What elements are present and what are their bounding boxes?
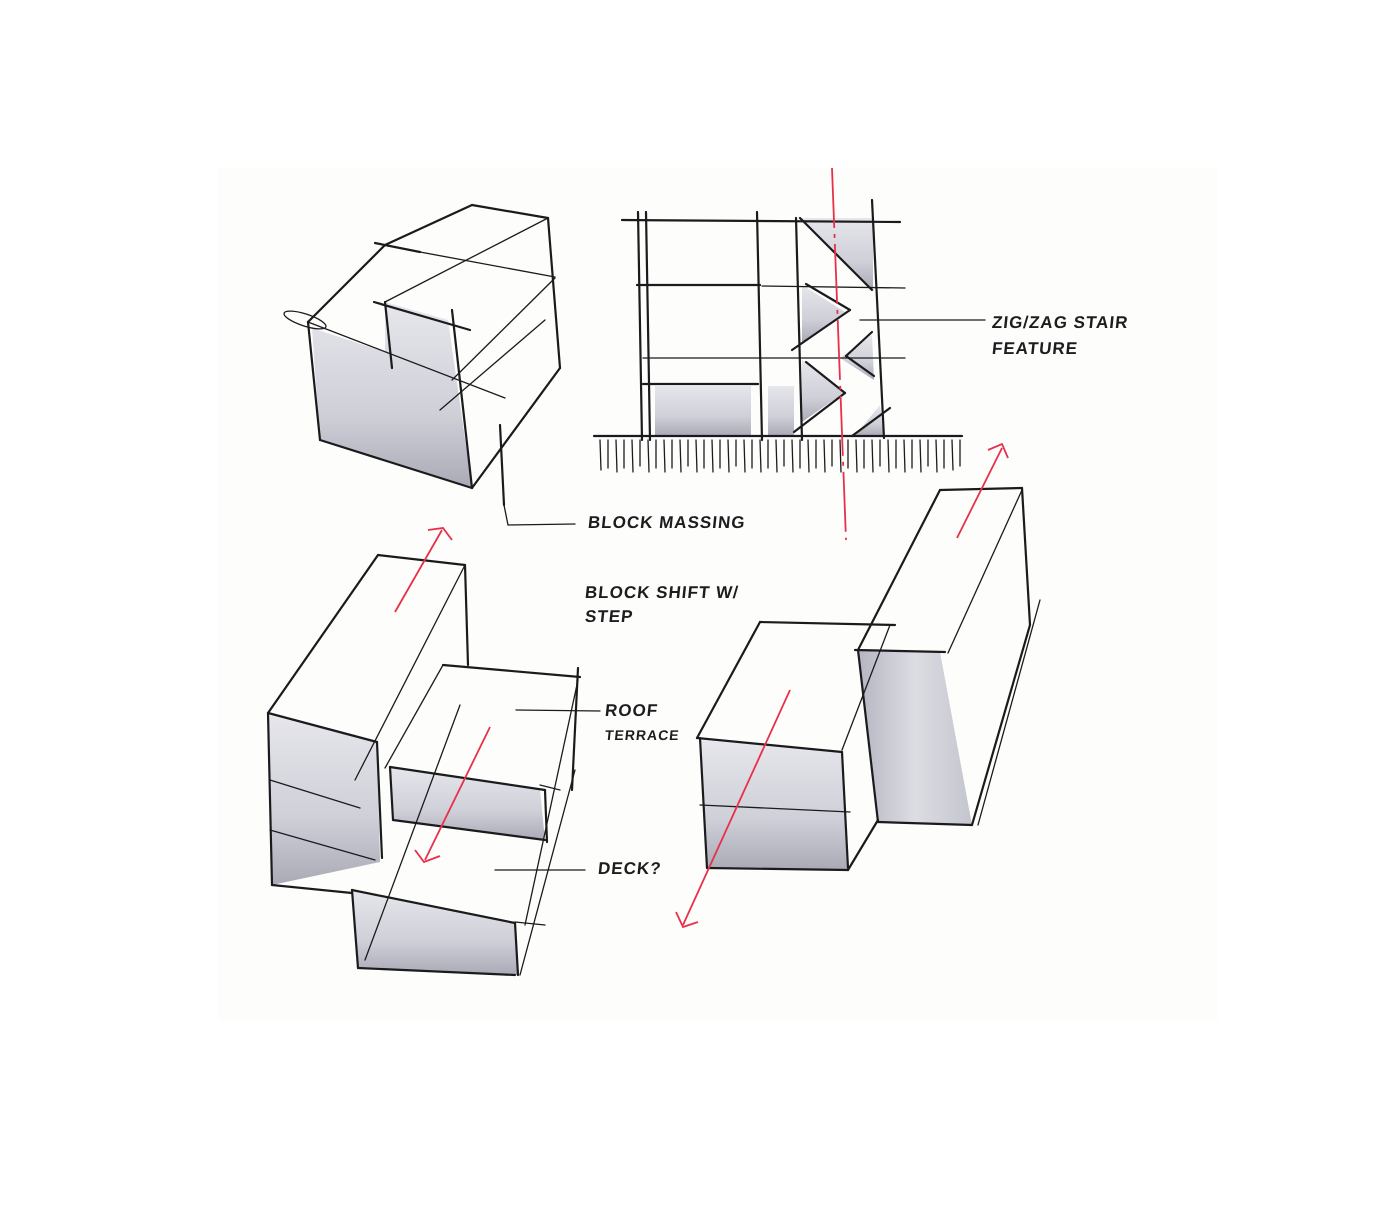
label-roof-terrace-line2: TERRACE bbox=[604, 727, 681, 743]
sketch-paper bbox=[218, 168, 1218, 1020]
label-deck: DECK? bbox=[597, 859, 663, 878]
label-block-shift-line2: STEP bbox=[584, 607, 635, 626]
view-top-right-elevation bbox=[592, 167, 986, 541]
ground-hatch bbox=[599, 439, 961, 473]
view-top-left-massing bbox=[283, 203, 576, 526]
label-roof-terrace-line1: ROOF bbox=[604, 701, 660, 720]
label-block-massing: BLOCK MASSING bbox=[587, 513, 747, 532]
label-stair-line2: FEATURE bbox=[991, 339, 1080, 358]
label-block-shift-line1: BLOCK SHIFT W/ bbox=[584, 583, 740, 602]
label-stair-line1: ZIG/ZAG STAIR bbox=[991, 313, 1130, 332]
view-bottom-right-offset bbox=[675, 442, 1041, 929]
view-bottom-left-shift bbox=[266, 527, 601, 977]
